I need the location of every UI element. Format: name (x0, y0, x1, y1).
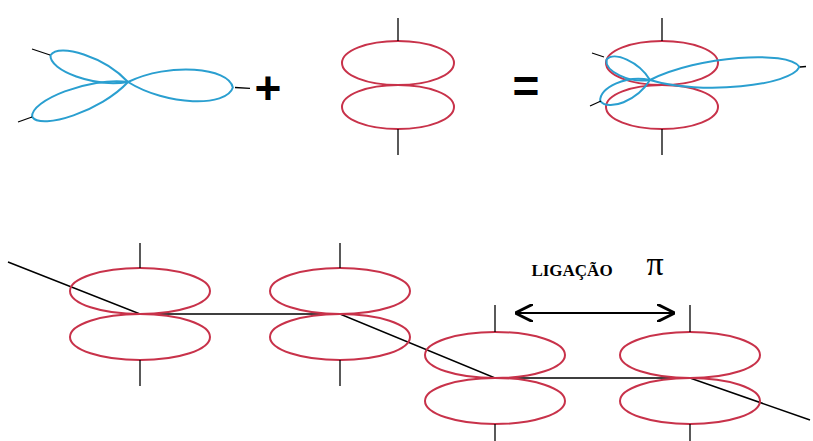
orbital-axis (18, 49, 250, 122)
bond-label: LIGAÇÃO (531, 262, 612, 279)
p-orbital (342, 41, 454, 129)
p-orbital (70, 268, 760, 424)
sp2-hybrid-orbital (28, 44, 234, 129)
p-orbital (606, 41, 718, 129)
pi-symbol: π (646, 247, 663, 281)
orbital-axis (140, 243, 690, 441)
plus-sign: + (255, 65, 282, 111)
orbital-axis (397, 18, 398, 155)
orbital-axis (590, 18, 806, 155)
double-arrow (517, 312, 673, 314)
carbon-chain (8, 262, 810, 420)
equals-sign: = (513, 63, 540, 109)
sp2-hybrid-orbital (596, 52, 800, 111)
